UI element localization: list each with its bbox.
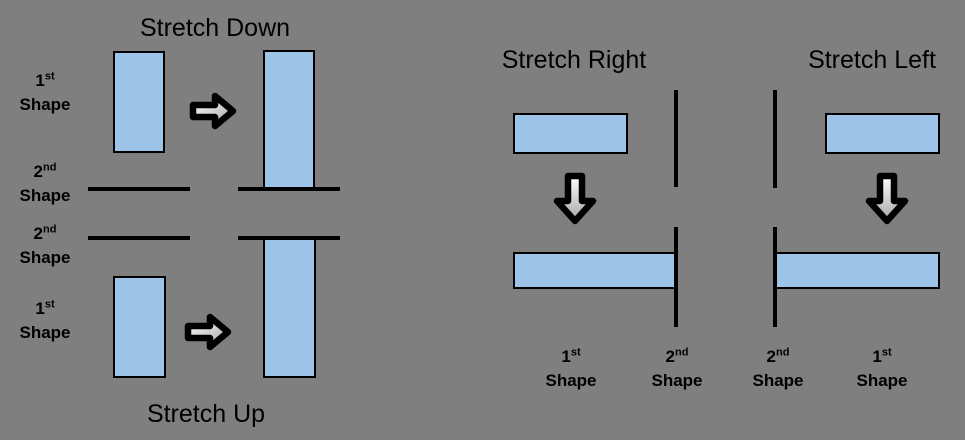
shape-rect-before-stretch-down (113, 51, 165, 153)
label-ordinal: 1st (872, 346, 892, 366)
label-word: Shape (752, 371, 804, 390)
stretch-up-line-right (238, 236, 340, 240)
title-stretch-up: Stretch Up (146, 400, 266, 428)
label-ordinal: 2nd (766, 346, 790, 366)
right-arrow-icon (184, 313, 232, 351)
stretch-left-line-top (773, 90, 777, 188)
label-word: Shape (19, 186, 71, 205)
label-ordinal: 1st (35, 298, 55, 318)
label-ordinal: 2nd (33, 161, 57, 181)
shape-rect-before-stretch-left (825, 113, 940, 154)
stretch-down-line-right (238, 187, 340, 191)
stretch-left-line-bottom (773, 227, 777, 327)
label-first-shape-down: 1st Shape (5, 69, 85, 117)
label-second-shape-down: 2nd Shape (5, 160, 85, 208)
shape-rect-before-stretch-up (113, 276, 166, 378)
label-word: Shape (651, 371, 703, 390)
shape-rect-after-stretch-up (263, 238, 316, 378)
stretch-up-line-left (88, 236, 190, 240)
label-ordinal: 2nd (665, 346, 689, 366)
label-ordinal: 1st (35, 70, 55, 90)
stretch-down-line-left (88, 187, 190, 191)
down-arrow-icon (865, 172, 909, 225)
label-first-shape-right: 1st Shape (531, 345, 611, 393)
shape-rect-after-stretch-down (263, 50, 315, 190)
label-word: Shape (19, 248, 71, 267)
label-word: Shape (19, 323, 71, 342)
label-ordinal: 2nd (33, 223, 57, 243)
label-ordinal: 1st (561, 346, 581, 366)
label-word: Shape (856, 371, 908, 390)
shape-rect-after-stretch-right (513, 252, 678, 289)
label-word: Shape (19, 95, 71, 114)
label-word: Shape (545, 371, 597, 390)
right-arrow-icon (189, 92, 237, 130)
shape-rect-before-stretch-right (513, 113, 628, 154)
shape-rect-after-stretch-left (775, 252, 940, 289)
label-first-shape-up: 2nd Shape (5, 222, 85, 270)
label-first-shape-left: 2nd Shape (738, 345, 818, 393)
label-second-shape-up: 1st Shape (5, 297, 85, 345)
label-second-shape-left: 1st Shape (842, 345, 922, 393)
down-arrow-icon (553, 172, 597, 225)
title-stretch-down: Stretch Down (139, 14, 291, 42)
title-stretch-right: Stretch Right (501, 46, 647, 74)
stretch-right-line-top (674, 90, 678, 187)
title-stretch-left: Stretch Left (808, 46, 936, 74)
label-second-shape-right: 2nd Shape (637, 345, 717, 393)
stretch-right-line-bottom (674, 227, 678, 327)
